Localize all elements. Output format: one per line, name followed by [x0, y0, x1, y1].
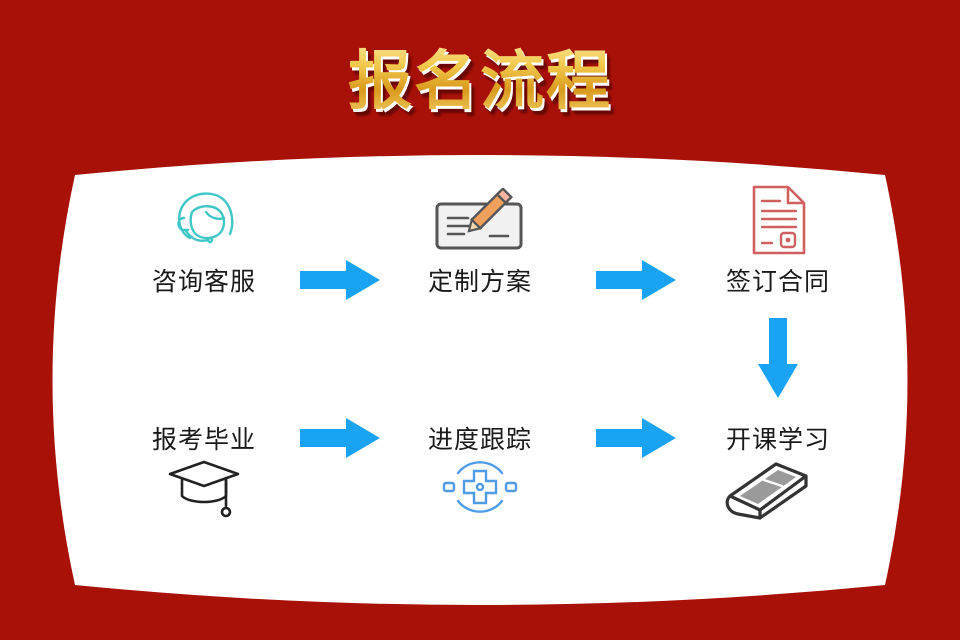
arrow-contract-to-study: [758, 318, 798, 398]
contract-document-icon: [752, 185, 806, 255]
arrow-track-study: [596, 418, 676, 458]
graduation-cap-icon: [168, 460, 240, 518]
customer-service-icon: [177, 192, 234, 244]
plan-pencil-icon: [435, 188, 523, 250]
medical-cross-icon: [442, 461, 518, 513]
step-graduate-label: 报考毕业: [151, 425, 256, 454]
step-study-label: 开课学习: [725, 425, 830, 454]
step-consult-label: 咨询客服: [151, 267, 256, 296]
step-plan-label: 定制方案: [427, 267, 532, 296]
book-icon: [725, 462, 808, 520]
arrow-plan-to-contract: [596, 260, 676, 300]
page-title: 报名流程: [0, 30, 960, 122]
step-track-label: 进度跟踪: [427, 425, 532, 454]
arrow-consult-to-plan: [300, 260, 380, 300]
arrow-graduate-track: [300, 418, 380, 458]
step-contract-label: 签订合同: [725, 267, 830, 296]
